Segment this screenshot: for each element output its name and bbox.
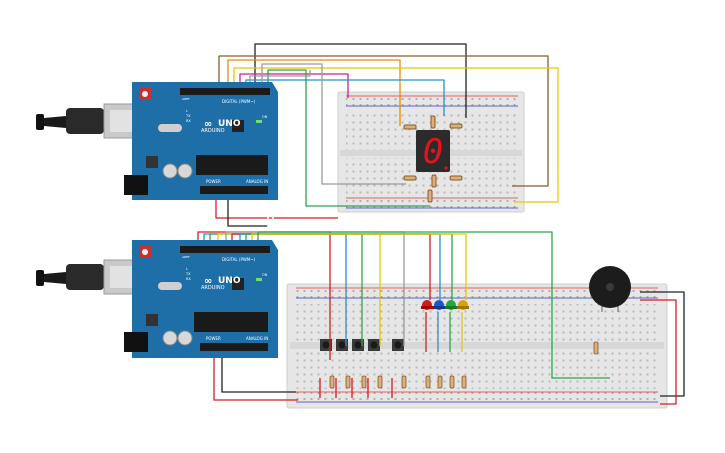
led-blue[interactable]: [433, 300, 445, 310]
power-label: POWER: [206, 179, 221, 184]
push-button[interactable]: [320, 339, 332, 351]
push-button[interactable]: [392, 339, 404, 351]
arduino-brand: ARDUINO: [201, 128, 225, 134]
analog-label: ANALOG IN: [246, 179, 268, 184]
atmega-chip: [194, 312, 268, 332]
rx-label: RX: [186, 119, 191, 123]
on-label: ON: [262, 273, 268, 277]
push-button[interactable]: [368, 339, 380, 351]
seven-segment-display[interactable]: 0: [416, 130, 450, 172]
tx-label: TX: [185, 114, 191, 118]
digital-header: [180, 88, 270, 95]
power-led: [256, 278, 262, 281]
seven-segment-digit: 0: [423, 132, 443, 172]
l-label: L: [186, 267, 188, 271]
piezo-buzzer[interactable]: [589, 266, 631, 312]
led-yellow[interactable]: [457, 300, 469, 310]
wires: [197, 43, 685, 405]
uno-logo: ∞: [204, 276, 212, 287]
digital-label: DIGITAL (PWM~): [222, 99, 256, 104]
aref-label: AREF: [182, 255, 190, 259]
bottom-resistors: [329, 341, 599, 389]
power-label: POWER: [206, 336, 221, 341]
tx-label: TX: [185, 272, 191, 276]
led-red[interactable]: [421, 300, 433, 310]
arduino-brand: ARDUINO: [201, 285, 225, 291]
on-label: ON: [262, 115, 268, 119]
digital-header: [180, 246, 270, 253]
top-resistors: [403, 115, 463, 203]
atmega-chip: [196, 155, 268, 175]
power-led: [256, 120, 262, 123]
push-buttons: [320, 339, 404, 351]
push-button[interactable]: [352, 339, 364, 351]
push-button[interactable]: [336, 339, 348, 351]
arduino-uno-bottom[interactable]: ∞ ARDUINO UNO DIGITAL (PWM~) POWER ANALO…: [36, 240, 278, 358]
led-green[interactable]: [445, 300, 457, 310]
uno-label: UNO: [218, 119, 241, 129]
analog-label: ANALOG IN: [246, 336, 268, 341]
digital-label: DIGITAL (PWM~): [222, 257, 256, 262]
arduino-uno-top[interactable]: ∞ ARDUINO UNO DIGITAL (PWM~) POWER ANALO…: [36, 82, 278, 200]
aref-label: AREF: [182, 97, 190, 101]
l-label: L: [186, 109, 188, 113]
uno-label: UNO: [218, 276, 241, 286]
uno-logo: ∞: [204, 119, 212, 130]
rx-label: RX: [186, 277, 191, 281]
leds: [421, 300, 469, 310]
